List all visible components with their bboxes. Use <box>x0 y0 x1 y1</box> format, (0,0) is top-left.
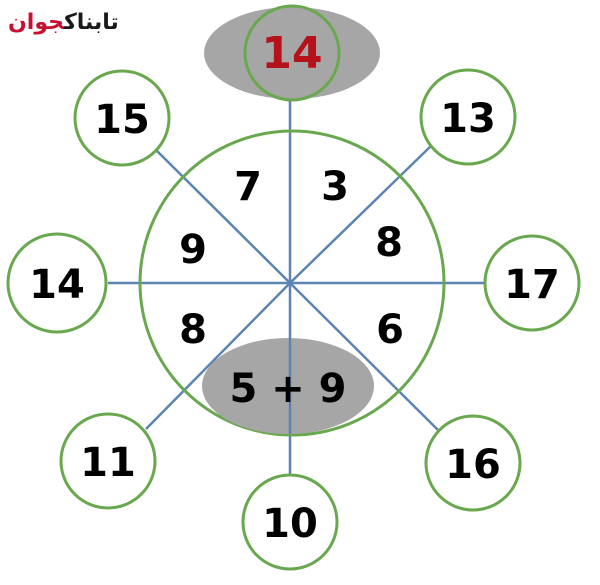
outer-circle-w <box>6 232 108 334</box>
logo-text-red: جوان <box>8 10 64 35</box>
outer-circle-se <box>424 414 522 512</box>
logo-text-dark: تابناک <box>63 10 119 35</box>
inner-number-left-lower: 8 <box>179 307 207 353</box>
outer-circle-e <box>483 234 581 332</box>
outer-circle-nw <box>73 69 171 167</box>
site-logo: تابناکجوان <box>8 10 119 35</box>
spoke-southwest <box>145 282 291 430</box>
inner-number-upper-right: 3 <box>321 164 349 210</box>
top-highlight-ellipse <box>204 7 380 99</box>
spoke-northeast <box>289 144 433 284</box>
outer-number-e: 17 <box>504 262 560 308</box>
inner-number-left-upper: 9 <box>179 227 207 273</box>
center-circle <box>138 129 446 437</box>
inner-number-right-upper: 8 <box>375 220 403 266</box>
bottom-highlight-ellipse <box>202 338 374 434</box>
spoke-southeast <box>289 282 441 433</box>
outer-circle-ne <box>419 68 517 166</box>
inner-number-right-lower: 6 <box>376 307 404 353</box>
top-number: 14 <box>261 28 322 79</box>
outer-number-nw: 15 <box>94 97 150 143</box>
inner-number-bottom: 5 + 9 <box>229 366 346 412</box>
outer-number-s: 10 <box>262 501 318 547</box>
outer-number-w: 14 <box>29 262 85 308</box>
outer-number-se: 16 <box>445 442 501 488</box>
outer-number-ne: 13 <box>440 96 496 142</box>
outer-number-sw: 11 <box>80 440 136 486</box>
outer-circle-top <box>243 4 341 102</box>
spokes <box>108 99 486 476</box>
spoke-northwest <box>154 148 291 284</box>
outer-circle-s <box>241 473 339 571</box>
inner-number-upper-left: 7 <box>234 164 262 210</box>
outer-circle-sw <box>59 412 157 510</box>
